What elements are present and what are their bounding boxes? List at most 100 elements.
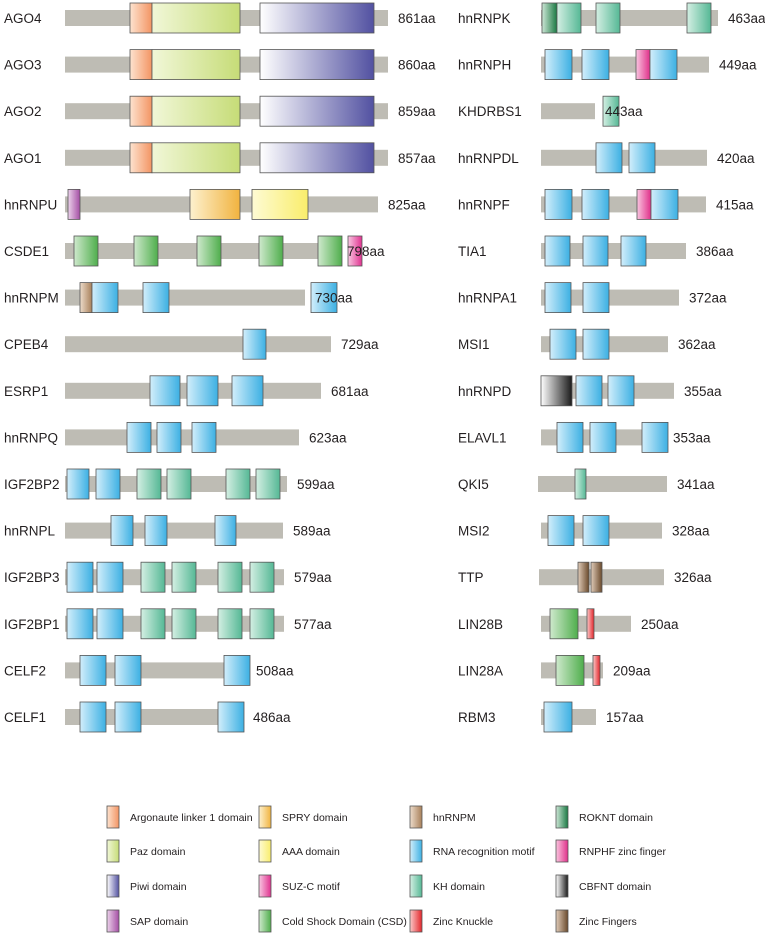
legend-label: Paz domain <box>130 846 186 858</box>
protein-name: hnRNPM <box>4 291 59 306</box>
domain-rna-recognition-motif <box>650 188 679 220</box>
protein-length: 250aa <box>641 617 679 632</box>
legend-item-argonaute-linker-1-domain: Argonaute linker 1 domain <box>106 805 253 829</box>
protein-length: 508aa <box>256 663 294 678</box>
legend-item-spry-domain: SPRY domain <box>258 805 348 829</box>
domain-piwi-domain <box>259 2 375 34</box>
protein-name: IGF2BP1 <box>4 617 60 632</box>
protein-length: 443aa <box>605 104 643 119</box>
domain-rna-recognition-motif <box>214 515 237 546</box>
legend-swatch <box>258 874 272 898</box>
protein-name: CELF2 <box>4 663 46 678</box>
protein-name: TTP <box>458 570 484 585</box>
legend-swatch <box>409 839 423 863</box>
domain-kh-domain <box>136 468 162 500</box>
protein-length: 860aa <box>398 58 436 73</box>
domain-aaa-domain <box>251 188 309 220</box>
protein-name: RBM3 <box>458 710 496 725</box>
protein-row-hnrnpq: hnRNPQ 623aa <box>4 421 347 453</box>
domain-rna-recognition-motif <box>649 49 678 80</box>
protein-name: hnRNPA1 <box>458 291 517 306</box>
legend-swatch <box>555 874 569 898</box>
protein-length: 861aa <box>398 11 436 26</box>
protein-length: 730aa <box>315 291 353 306</box>
domain-kh-domain <box>140 608 166 640</box>
protein-name: CSDE1 <box>4 244 49 259</box>
protein-name: ESRP1 <box>4 384 48 399</box>
legend-item-aaa-domain: AAA domain <box>258 839 340 863</box>
legend-swatch <box>409 909 423 933</box>
domain-rna-recognition-motif <box>310 282 338 314</box>
legend-label: SAP domain <box>130 916 188 928</box>
domain-rnphf-zinc-finger <box>636 188 652 220</box>
legend-item-cold-shock-domain-csd: Cold Shock Domain (CSD) <box>258 909 407 933</box>
legend-label: SUZ-C motif <box>282 881 340 893</box>
protein-name: MSI1 <box>458 337 490 352</box>
protein-length: 577aa <box>294 617 332 632</box>
legend-swatch <box>106 805 120 829</box>
domain-kh-domain <box>217 608 243 640</box>
legend-swatch <box>258 909 272 933</box>
domain-rna-recognition-motif <box>582 282 610 314</box>
legend-item-zinc-knuckle: Zinc Knuckle <box>409 909 493 933</box>
protein-backbone <box>65 429 299 446</box>
legend-label: SPRY domain <box>282 812 348 824</box>
domain-kh-domain <box>255 468 281 500</box>
domain-cold-shock-domain-csd <box>258 235 284 267</box>
legend-label: KH domain <box>433 881 485 893</box>
protein-length: 353aa <box>673 430 711 445</box>
domain-rna-recognition-motif <box>149 375 181 407</box>
legend-label: RNA recognition motif <box>433 846 535 858</box>
domain-kh-domain <box>225 468 251 500</box>
domain-rna-recognition-motif <box>79 655 107 686</box>
protein-length: 623aa <box>309 430 347 445</box>
domain-argonaute-linker-1-domain <box>129 49 153 80</box>
protein-length: 386aa <box>696 244 734 259</box>
domain-paz-domain <box>151 142 241 174</box>
domain-cold-shock-domain-csd <box>555 655 585 686</box>
domain-rna-recognition-motif <box>186 375 219 407</box>
legend-label: RNPHF zinc finger <box>579 846 666 858</box>
domain-rna-recognition-motif <box>556 421 584 453</box>
domain-rna-recognition-motif <box>217 701 245 733</box>
domain-kh-domain <box>249 608 275 640</box>
protein-row-rbm3: RBM3 157aa <box>458 701 644 733</box>
domain-rna-recognition-motif <box>191 421 217 453</box>
legend-item-paz-domain: Paz domain <box>106 839 186 863</box>
domain-rna-recognition-motif <box>589 421 617 453</box>
domain-rna-recognition-motif <box>114 655 142 686</box>
protein-backbone <box>538 476 667 492</box>
protein-backbone <box>65 336 331 353</box>
protein-name: AGO2 <box>4 104 42 119</box>
protein-name: hnRNPH <box>458 58 511 73</box>
protein-length: 463aa <box>728 11 765 26</box>
protein-name: hnRNPQ <box>4 430 58 445</box>
legend-label: AAA domain <box>282 846 340 858</box>
domain-rna-recognition-motif <box>641 421 669 453</box>
domain-cold-shock-domain-csd <box>73 235 99 267</box>
protein-name: TIA1 <box>458 244 487 259</box>
domain-rnphf-zinc-finger <box>635 49 651 80</box>
legend-label: Zinc Knuckle <box>433 916 493 928</box>
domain-rna-recognition-motif <box>66 561 94 593</box>
protein-length: 157aa <box>606 710 644 725</box>
domain-piwi-domain <box>259 95 375 127</box>
domain-rna-recognition-motif <box>544 188 573 220</box>
protein-backbone <box>541 10 718 26</box>
protein-name: IGF2BP3 <box>4 570 60 585</box>
legend-item-kh-domain: KH domain <box>409 874 485 898</box>
domain-cold-shock-domain-csd <box>133 235 159 267</box>
domain-cbfnt-domain <box>540 375 573 407</box>
domain-kh-domain <box>556 2 582 34</box>
legend-label: Zinc Fingers <box>579 916 637 928</box>
domain-roknt-domain <box>541 2 558 34</box>
domain-rna-recognition-motif <box>620 235 647 267</box>
